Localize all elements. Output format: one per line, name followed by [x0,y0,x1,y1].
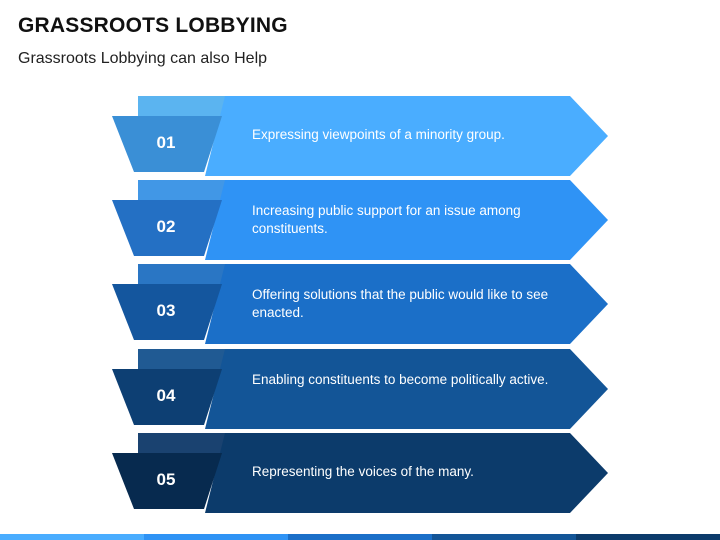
fold-shape [138,264,225,284]
item-text: Expressing viewpoints of a minority grou… [252,127,505,142]
item-text: Offering solutions that the public would… [252,287,549,320]
item-number: 05 [156,470,176,489]
arrow-shape [112,96,608,176]
number-tab [112,116,222,172]
list-item: 05 Representing the voices of the many. [110,433,610,513]
page-title: GRASSROOTS LOBBYING [18,14,288,37]
bottom-bar-segment [288,534,432,540]
arrow-shape [112,433,608,513]
arrow-body [205,180,608,260]
item-number: 04 [156,386,176,405]
fold-shape [138,433,225,453]
item-number: 01 [156,133,176,152]
item-number: 02 [156,217,176,236]
bottom-bar-segment [432,534,576,540]
list-item: 04 Enabling constituents to become polit… [110,349,610,429]
item-text: Increasing public support for an issue a… [252,203,521,236]
fold-shape [138,96,225,116]
arrow-body [205,349,608,429]
arrow-body [205,96,608,176]
list-item: 03 Offering solutions that the public wo… [110,264,610,344]
bottom-color-bar [0,534,720,540]
item-number: 03 [156,301,176,320]
bottom-bar-segment [144,534,288,540]
bottom-bar-segment [576,534,720,540]
number-tab [112,369,222,425]
arrow-shape [112,180,608,260]
arrow-shape [112,349,608,429]
arrow-shape [112,264,608,344]
item-text: Enabling constituents to become politica… [252,372,549,387]
arrow-body [205,433,608,513]
list-item: 02 Increasing public support for an issu… [110,180,610,260]
number-tab [112,284,222,340]
fold-shape [138,349,225,369]
page-subtitle: Grassroots Lobbying can also Help [18,50,268,67]
fold-shape [138,180,225,200]
list-item: 01 Expressing viewpoints of a minority g… [110,96,610,176]
item-text: Representing the voices of the many. [252,464,474,479]
number-tab [112,200,222,256]
arrow-body [205,264,608,344]
number-tab [112,453,222,509]
bottom-bar-segment [0,534,144,540]
